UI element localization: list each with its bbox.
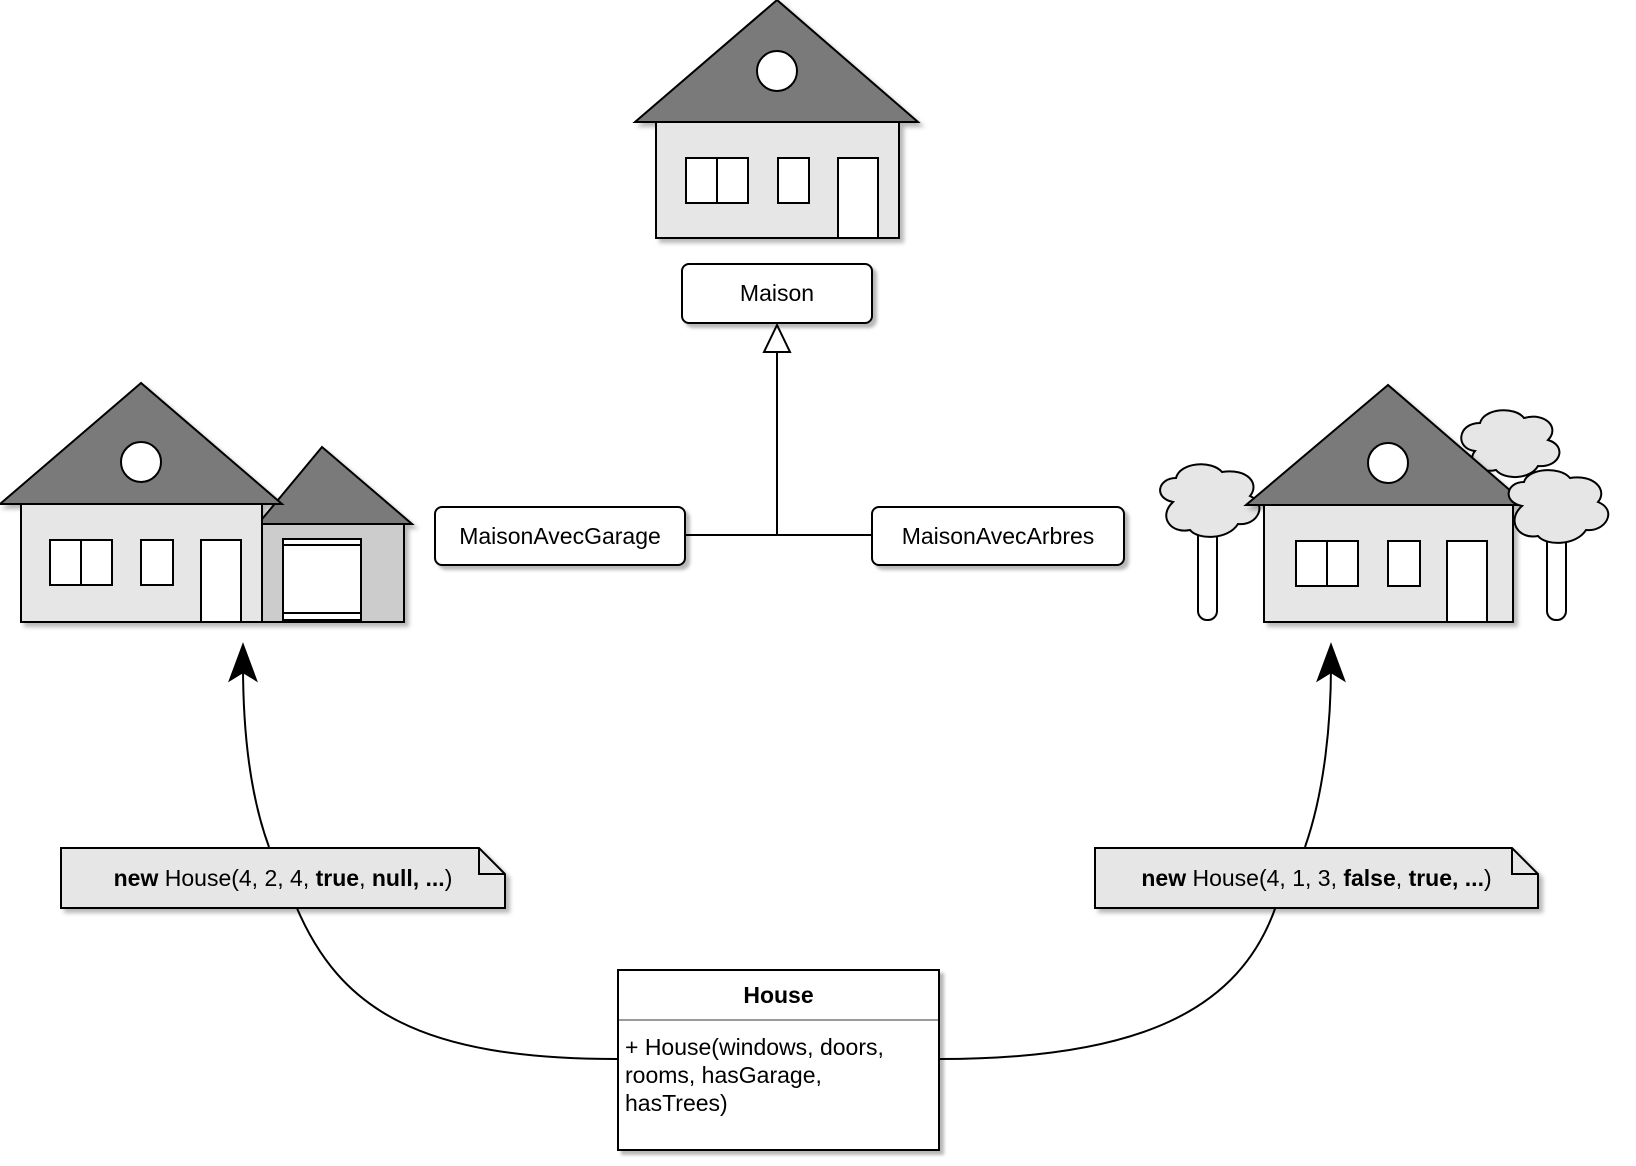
house-garage-illustration	[0, 381, 415, 623]
uml-class-constructor: + House(windows, doors, rooms, hasGarage…	[625, 1034, 884, 1116]
house-trees-window-single	[1387, 540, 1421, 587]
class-box-maison-avec-garage[interactable]: MaisonAvecGarage	[434, 506, 686, 566]
house-garage-door	[200, 539, 242, 623]
house-garage-window-single	[140, 539, 174, 586]
class-box-maison[interactable]: Maison	[681, 263, 873, 324]
house-top-attic-window	[756, 50, 798, 92]
house-garage-attic-window	[120, 441, 162, 483]
note-left-shape	[60, 847, 506, 909]
arrowhead-left	[228, 642, 258, 683]
inheritance-arrowhead	[762, 322, 792, 353]
house-top-illustration	[632, 0, 921, 239]
tree-back-icon	[1460, 409, 1561, 478]
class-name-maison: Maison	[739, 280, 815, 306]
curve-left-upper	[242, 664, 270, 848]
uml-class-header: House	[619, 971, 938, 1021]
class-name-maison-avec-garage: MaisonAvecGarage	[459, 522, 661, 549]
class-box-maison-avec-arbres[interactable]: MaisonAvecArbres	[871, 506, 1125, 566]
uml-class-house[interactable]: House + House(windows, doors, rooms, has…	[617, 969, 940, 1151]
curve-left-lower	[295, 905, 618, 1060]
note-right-text: new House(4, 1, 3, false, true, ...)	[1141, 864, 1492, 891]
house-trees-attic-window	[1367, 442, 1409, 484]
curve-right-lower	[939, 905, 1277, 1060]
class-name-maison-avec-arbres: MaisonAvecArbres	[901, 522, 1095, 549]
garage-roof	[255, 445, 415, 525]
curve-right-upper	[1304, 664, 1332, 848]
inheritance-connector	[686, 322, 871, 536]
tree-right-icon	[1507, 469, 1610, 621]
note-right: new House(4, 1, 3, false, true, ...)	[1095, 848, 1538, 908]
garage-door	[282, 538, 362, 621]
arrowhead-right	[1316, 642, 1346, 683]
note-left: new House(4, 2, 4, true, null, ...)	[61, 848, 505, 908]
note-left-text: new House(4, 2, 4, true, null, ...)	[113, 864, 453, 891]
note-shapes	[60, 847, 1539, 909]
house-top-door	[837, 157, 879, 239]
house-trees-illustration	[1159, 383, 1610, 623]
tree-left-icon	[1159, 463, 1261, 621]
house-trees-door	[1446, 540, 1488, 623]
instantiation-curves	[228, 642, 1346, 1060]
note-right-shape	[1094, 847, 1539, 909]
house-top-window-single	[777, 157, 810, 204]
